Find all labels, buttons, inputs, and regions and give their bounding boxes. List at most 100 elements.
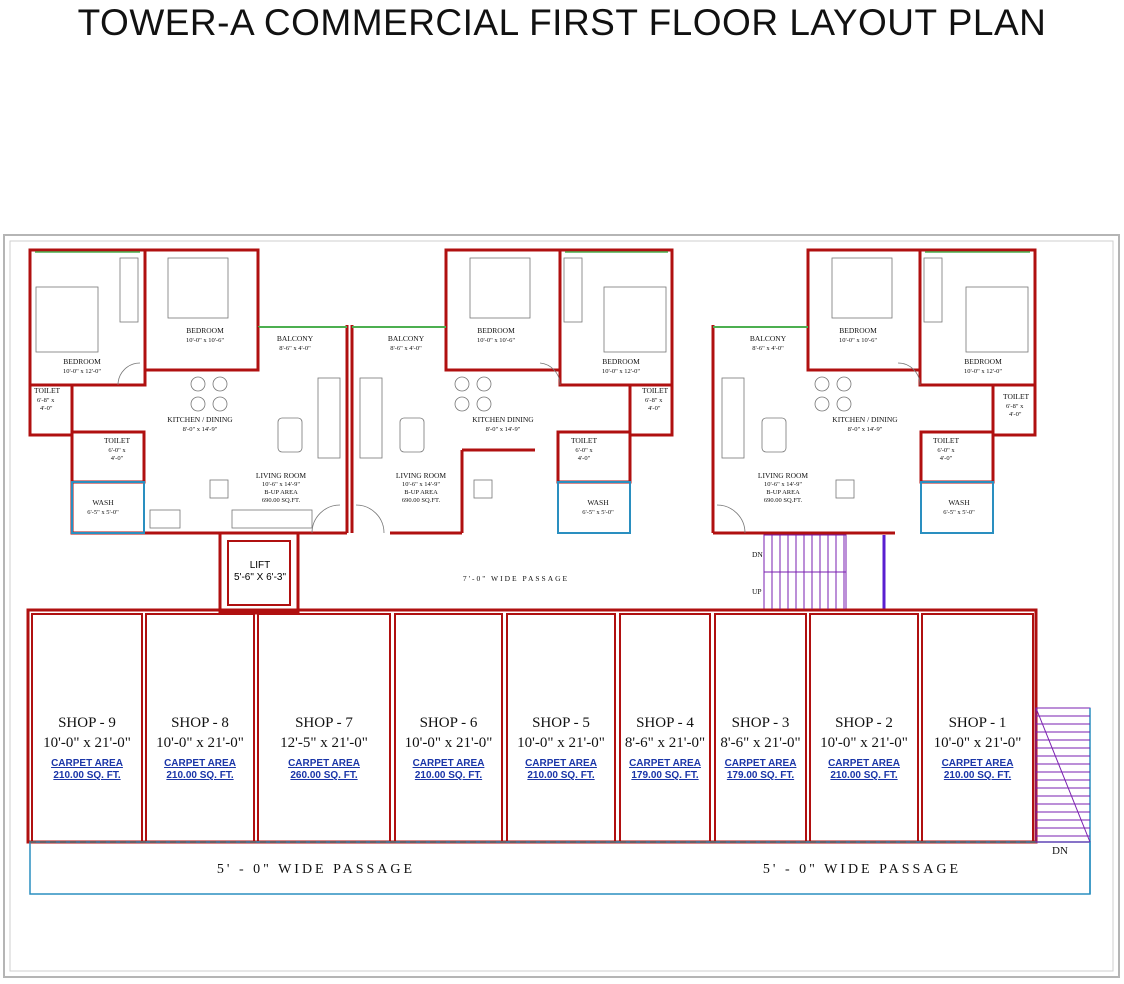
bup-left-living: B-UP AREA xyxy=(264,489,298,496)
upper-passage-label: 7'-0" WIDE PASSAGE xyxy=(463,574,569,583)
shop-carpet-area: 210.00 SQ. FT. xyxy=(944,770,1011,781)
shop-carpet-area: 210.00 SQ. FT. xyxy=(415,770,482,781)
sheet-border-inner xyxy=(9,240,1114,972)
unit-left-outer-wall xyxy=(28,250,347,535)
label-right-wash: WASH xyxy=(948,498,970,507)
shop-carpet-area: 179.00 SQ. FT. xyxy=(631,770,698,781)
dim-left-balcony: 8'-6" x 4'-0" xyxy=(279,345,311,352)
bedroom-middle-2 xyxy=(558,248,674,387)
dim-middle-balcony: 8'-6" x 4'-0" xyxy=(390,345,422,352)
label-left-toilet1: TOILET xyxy=(34,386,61,395)
label-middle-wash: WASH xyxy=(587,498,609,507)
shop-carpet-area: 260.00 SQ. FT. xyxy=(290,770,357,781)
label-middle-toilet2: TOILET xyxy=(571,436,598,445)
bedroom-left-2 xyxy=(143,248,260,372)
shop-name: SHOP - 7 xyxy=(295,715,353,731)
lower-passage-left-label: 5' - 0" WIDE PASSAGE xyxy=(217,862,415,877)
label-left-balcony: BALCONY xyxy=(277,334,314,343)
shop-dimension: 12'-5" x 21'-0" xyxy=(280,735,368,751)
area-left-living: 690.00 SQ.FT. xyxy=(262,497,301,504)
shop-name: SHOP - 2 xyxy=(835,715,893,731)
dim-left-kitchen: 8'-0" x 14'-9" xyxy=(183,426,218,433)
furniture-right xyxy=(716,257,1029,534)
dim-right-toilet2-b: 4'-0" xyxy=(940,455,953,462)
shop-dimension: 10'-0" x 21'-0" xyxy=(934,735,1022,751)
dim-right-living: 10'-6" x 14'-9" xyxy=(764,481,802,488)
shop-dimension: 10'-0" x 21'-0" xyxy=(156,735,244,751)
dim-middle-wash: 6'-5" x 5'-0" xyxy=(582,509,614,516)
dim-left-bedroom1: 10'-0" x 12'-0" xyxy=(63,368,101,375)
dim-left-toilet2-a: 6'-0" x xyxy=(108,447,126,454)
dim-right-bedroom2: 10'-0" x 12'-0" xyxy=(964,368,1002,375)
shop-carpet-label: CARPET AREA xyxy=(629,758,701,769)
dim-right-toilet1-b: 4'-0" xyxy=(1009,411,1022,418)
shop-carpet-label: CARPET AREA xyxy=(828,758,900,769)
shop-carpet-label: CARPET AREA xyxy=(51,758,123,769)
shop-carpet-label: CARPET AREA xyxy=(164,758,236,769)
dim-left-bedroom2: 10'-0" x 10'-6" xyxy=(186,337,224,344)
dim-left-living: 10'-6" x 14'-9" xyxy=(262,481,300,488)
unit-left xyxy=(28,248,349,535)
shop-carpet-label: CARPET AREA xyxy=(725,758,797,769)
shop-name: SHOP - 6 xyxy=(420,715,478,731)
lift-car xyxy=(227,540,291,606)
dim-middle-bedroom1: 10'-0" x 10'-6" xyxy=(477,337,515,344)
label-right-living: LIVING ROOM xyxy=(758,471,809,480)
shop-dimension: 8'-6" x 21'-0" xyxy=(720,735,800,751)
dim-middle-toilet2-b: 4'-0" xyxy=(578,455,591,462)
dim-middle-toilet1-b: 4'-0" xyxy=(648,405,661,412)
lift-label: LIFT xyxy=(250,560,271,571)
shop-carpet-area: 210.00 SQ. FT. xyxy=(527,770,594,781)
dim-left-wash: 6'-5" x 5'-0" xyxy=(87,509,119,516)
dim-middle-toilet2-a: 6'-0" x xyxy=(575,447,593,454)
lift-dim: 5'-6" X 6'-3" xyxy=(234,572,287,583)
label-middle-bedroom1: BEDROOM xyxy=(477,326,515,335)
shop-name: SHOP - 5 xyxy=(532,715,590,731)
label-left-kitchen: KITCHEN / DINING xyxy=(167,415,233,424)
label-right-toilet1: TOILET xyxy=(1003,392,1030,401)
label-middle-toilet1: TOILET xyxy=(642,386,669,395)
label-left-bedroom1: BEDROOM xyxy=(63,357,101,366)
label-right-toilet2: TOILET xyxy=(933,436,960,445)
label-right-bedroom1: BEDROOM xyxy=(839,326,877,335)
label-middle-living: LIVING ROOM xyxy=(396,471,447,480)
area-middle-living: 690.00 SQ.FT. xyxy=(402,497,441,504)
dim-right-wash: 6'-5" x 5'-0" xyxy=(943,509,975,516)
shop-carpet-area: 210.00 SQ. FT. xyxy=(53,770,120,781)
area-right-living: 690.00 SQ.FT. xyxy=(764,497,803,504)
toilet-left-1 xyxy=(28,383,74,437)
bedroom-middle-1 xyxy=(444,248,562,372)
stair-dn-label: DN xyxy=(752,550,763,559)
dim-middle-kitchen: 8'-0" x 14'-9" xyxy=(486,426,521,433)
dim-right-toilet2-a: 6'-0" x xyxy=(937,447,955,454)
wash-left xyxy=(71,481,145,534)
label-middle-balcony: BALCONY xyxy=(388,334,425,343)
shop-dimension: 10'-0" x 21'-0" xyxy=(820,735,908,751)
dim-right-balcony: 8'-6" x 4'-0" xyxy=(752,345,784,352)
shop-name: SHOP - 8 xyxy=(171,715,229,731)
shop-carpet-label: CARPET AREA xyxy=(413,758,485,769)
label-middle-bedroom2: BEDROOM xyxy=(602,357,640,366)
dim-middle-living: 10'-6" x 14'-9" xyxy=(402,481,440,488)
label-middle-kitchen: KITCHEN DINING xyxy=(472,415,534,424)
shop-carpet-label: CARPET AREA xyxy=(288,758,360,769)
label-right-kitchen: KITCHEN / DINING xyxy=(832,415,898,424)
side-stair-dn-label: DN xyxy=(1052,845,1068,857)
shop-name: SHOP - 3 xyxy=(732,715,790,731)
shop-dimension: 10'-0" x 21'-0" xyxy=(517,735,605,751)
dim-left-toilet1-b: 4'-0" xyxy=(40,405,53,412)
furniture-middle xyxy=(355,257,667,534)
dim-right-kitchen: 8'-0" x 14'-9" xyxy=(848,426,883,433)
shop-dimension: 10'-0" x 21'-0" xyxy=(405,735,493,751)
unit-right xyxy=(711,248,1037,535)
page-title: TOWER-A COMMERCIAL FIRST FLOOR LAYOUT PL… xyxy=(77,2,1047,43)
shop-carpet-area: 179.00 SQ. FT. xyxy=(727,770,794,781)
dim-middle-bedroom2: 10'-0" x 12'-0" xyxy=(602,368,640,375)
dim-middle-toilet1-a: 6'-8" x xyxy=(645,397,663,404)
bup-right-living: B-UP AREA xyxy=(766,489,800,496)
shop-name: SHOP - 4 xyxy=(636,715,694,731)
shop-carpet-label: CARPET AREA xyxy=(942,758,1014,769)
shop-group: SHOP - 910'-0" x 21'-0"CARPET AREA210.00… xyxy=(31,613,1034,843)
shop-carpet-area: 210.00 SQ. FT. xyxy=(166,770,233,781)
